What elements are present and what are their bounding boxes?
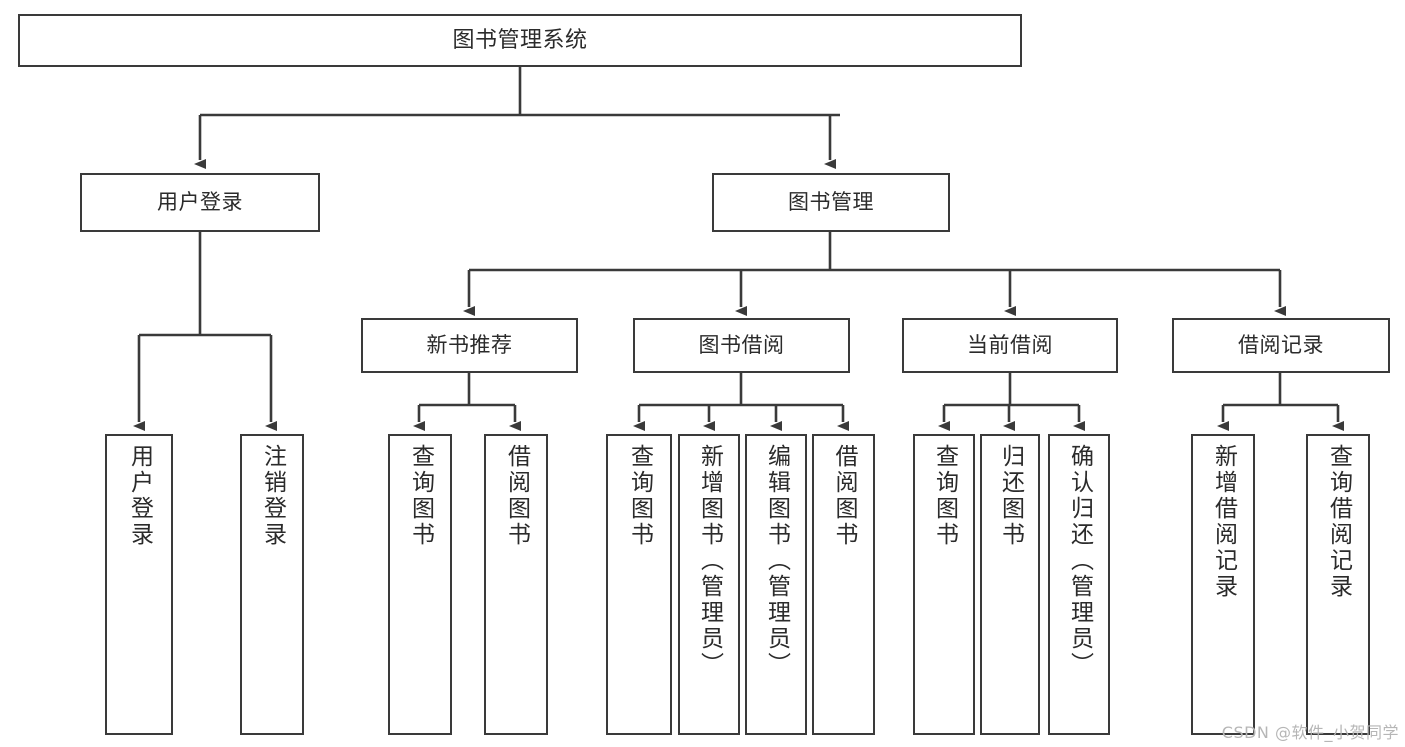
node-borrow-record[interactable]: 借阅记录 (1172, 318, 1390, 373)
node-label: 编辑图书（管理员） (763, 444, 790, 678)
node-root-book-management-system[interactable]: 图书管理系统 (18, 14, 1022, 67)
node-label: 借阅图书 (503, 444, 530, 548)
node-label: 查询图书 (931, 444, 958, 548)
leaf-borrow-record-add-record[interactable]: 新增借阅记录 (1191, 434, 1255, 735)
leaf-book-borrow-add-book-admin[interactable]: 新增图书（管理员） (678, 434, 740, 735)
leaf-book-borrow-borrow-book[interactable]: 借阅图书 (812, 434, 875, 735)
leaf-book-borrow-query-book[interactable]: 查询图书 (606, 434, 672, 735)
node-label: 新增借阅记录 (1210, 444, 1237, 600)
node-label: 用户登录 (157, 190, 243, 214)
node-label: 借阅图书 (831, 444, 857, 548)
node-label: 当前借阅 (967, 333, 1053, 357)
leaf-new-book-borrow-book[interactable]: 借阅图书 (484, 434, 548, 735)
node-label: 查询图书 (626, 444, 653, 548)
node-label: 新书推荐 (426, 333, 513, 357)
node-label: 新增图书（管理员） (696, 444, 723, 678)
node-label: 借阅记录 (1238, 333, 1324, 357)
leaf-user-login-logout[interactable]: 注销登录 (240, 434, 304, 735)
leaf-book-borrow-edit-book-admin[interactable]: 编辑图书（管理员） (745, 434, 807, 735)
leaf-current-borrow-query-book[interactable]: 查询图书 (913, 434, 975, 735)
node-book-management[interactable]: 图书管理 (712, 173, 950, 232)
leaf-new-book-query-book[interactable]: 查询图书 (388, 434, 452, 735)
node-new-book-recommendation[interactable]: 新书推荐 (361, 318, 578, 373)
node-current-borrow[interactable]: 当前借阅 (902, 318, 1118, 373)
node-label: 图书借阅 (698, 333, 785, 357)
node-label: 图书管理 (788, 190, 874, 214)
leaf-borrow-record-query-record[interactable]: 查询借阅记录 (1306, 434, 1370, 735)
watermark: CSDN @软件_小贺同学 (1221, 723, 1399, 742)
node-label: 注销登录 (259, 444, 286, 548)
node-label: 确认归还（管理员） (1066, 444, 1093, 678)
node-label: 图书管理系统 (452, 27, 588, 53)
node-book-borrow[interactable]: 图书借阅 (633, 318, 850, 373)
leaf-current-borrow-return-book[interactable]: 归还图书 (980, 434, 1040, 735)
node-label: 用户登录 (126, 444, 153, 548)
leaf-user-login-login[interactable]: 用户登录 (105, 434, 173, 735)
node-user-login[interactable]: 用户登录 (80, 173, 320, 232)
leaf-current-borrow-confirm-return-admin[interactable]: 确认归还（管理员） (1048, 434, 1110, 735)
node-label: 查询借阅记录 (1325, 444, 1352, 600)
node-label: 归还图书 (997, 444, 1024, 548)
node-label: 查询图书 (407, 444, 434, 548)
